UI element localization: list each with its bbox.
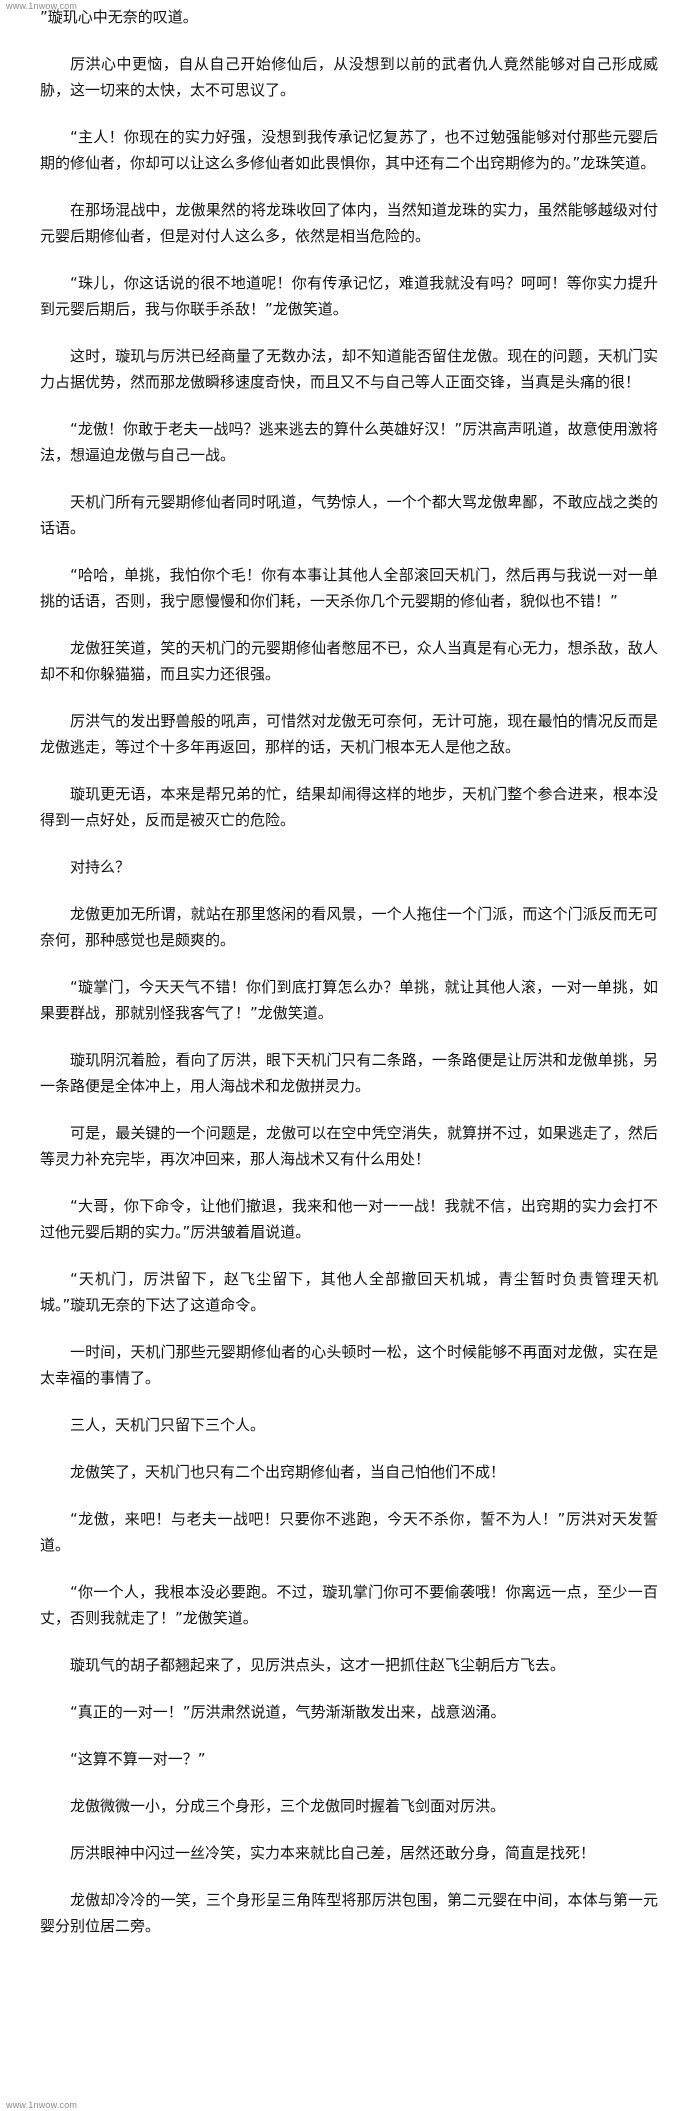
- paragraph: 三人，天机门只留下三个人。: [70, 1416, 266, 1434]
- paragraph: 天机门所有元婴期修仙者同时吼道，气势惊人，一个个都大骂龙傲卑鄙，不敢应战之类的话…: [40, 493, 658, 537]
- paragraph: “这算不算一对一？”: [70, 1750, 206, 1768]
- paragraph: 一时间，天机门那些元婴期修仙者的心头顿时一松，这个时候能够不再面对龙傲，实在是太…: [40, 1343, 658, 1387]
- watermark-bottom: www.1nwow.com: [6, 2100, 78, 2110]
- paragraph: “大哥，你下命令，让他们撤退，我来和他一对一一战！我就不信，出窍期的实力会打不过…: [40, 1197, 658, 1241]
- paragraph: 龙傲狂笑道，笑的天机门的元婴期修仙者憋屈不已，众人当真是有心无力，想杀敌，敌人却…: [40, 639, 658, 683]
- paragraph: 这时，璇玑与厉洪已经商量了无数办法，却不知道能否留住龙傲。现在的问题，天机门实力…: [40, 347, 658, 391]
- paragraph: “龙傲！你敢于老夫一战吗？逃来逃去的算什么英雄好汉！”厉洪高声吼道，故意使用激将…: [40, 420, 658, 464]
- article-body: ”璇玑心中无奈的叹道。 厉洪心中更恼，自从自己开始修仙后，从没想到以前的武者仇人…: [40, 4, 658, 1960]
- paragraph: “珠儿，你这话说的很不地道呢！你有传承记忆，难道我就没有吗？呵呵！等你实力提升到…: [40, 274, 658, 318]
- paragraph: 璇玑更无语，本来是帮兄弟的忙，结果却闹得这样的地步，天机门整个参合进来，根本没得…: [40, 785, 658, 829]
- watermark-top: www.1nwow.com: [6, 1, 78, 11]
- paragraph: 可是，最关键的一个问题是，龙傲可以在空中凭空消失，就算拼不过，如果逃走了，然后等…: [40, 1124, 658, 1168]
- paragraph: “天机门，厉洪留下，赵飞尘留下，其他人全部撤回天机城，青尘暂时负责管理天机城。”…: [40, 1270, 658, 1314]
- paragraph: 厉洪眼神中闪过一丝冷笑，实力本来就比自己差，居然还敢分身，简直是找死！: [70, 1844, 596, 1862]
- paragraph: “主人！你现在的实力好强，没想到我传承记忆复苏了，也不过勉强能够对付那些元婴后期…: [40, 128, 658, 172]
- paragraph: ”璇玑心中无奈的叹道。: [40, 8, 198, 26]
- paragraph: 璇玑阴沉着脸，看向了厉洪，眼下天机门只有二条路，一条路便是让厉洪和龙傲单挑，另一…: [40, 1051, 658, 1095]
- paragraph: 龙傲微微一小，分成三个身形，三个龙傲同时握着飞剑面对厉洪。: [70, 1797, 506, 1815]
- paragraph: “你一个人，我根本没必要跑。不过，璇玑掌门你可不要偷袭哦！你离远一点，至少一百丈…: [40, 1583, 658, 1627]
- paragraph: “哈哈，单挑，我怕你个毛！你有本事让其他人全部滚回天机门，然后再与我说一对一单挑…: [40, 566, 658, 610]
- paragraph: 龙傲却冷冷的一笑，三个身形呈三角阵型将那厉洪包围，第二元婴在中间，本体与第一元婴…: [40, 1891, 658, 1935]
- paragraph: 对持么？: [70, 858, 131, 876]
- paragraph: 龙傲笑了，天机门也只有二个出窍期修仙者，当自己怕他们不成！: [70, 1463, 506, 1481]
- paragraph: “龙傲，来吧！与老夫一战吧！只要你不逃跑，今天不杀你，誓不为人！”厉洪对天发誓道…: [40, 1510, 658, 1554]
- paragraph: 厉洪心中更恼，自从自己开始修仙后，从没想到以前的武者仇人竟然能够对自己形成威胁，…: [40, 55, 658, 99]
- paragraph: “璇掌门，今天天气不错！你们到底打算怎么办？单挑，就让其他人滚，一对一单挑，如果…: [40, 978, 658, 1022]
- paragraph: 璇玑气的胡子都翘起来了，见厉洪点头，这才一把抓住赵飞尘朝后方飞去。: [70, 1656, 566, 1674]
- paragraph: 龙傲更加无所谓，就站在那里悠闲的看风景，一个人拖住一个门派，而这个门派反而无可奈…: [40, 905, 658, 949]
- paragraph: 在那场混战中，龙傲果然的将龙珠收回了体内，当然知道龙珠的实力，虽然能够越级对付元…: [40, 201, 658, 245]
- paragraph: 厉洪气的发出野兽般的吼声，可惜然对龙傲无可奈何，无计可施，现在最怕的情况反而是龙…: [40, 712, 658, 756]
- paragraph: “真正的一对一！”厉洪肃然说道，气势渐渐散发出来，战意汹涌。: [70, 1703, 506, 1721]
